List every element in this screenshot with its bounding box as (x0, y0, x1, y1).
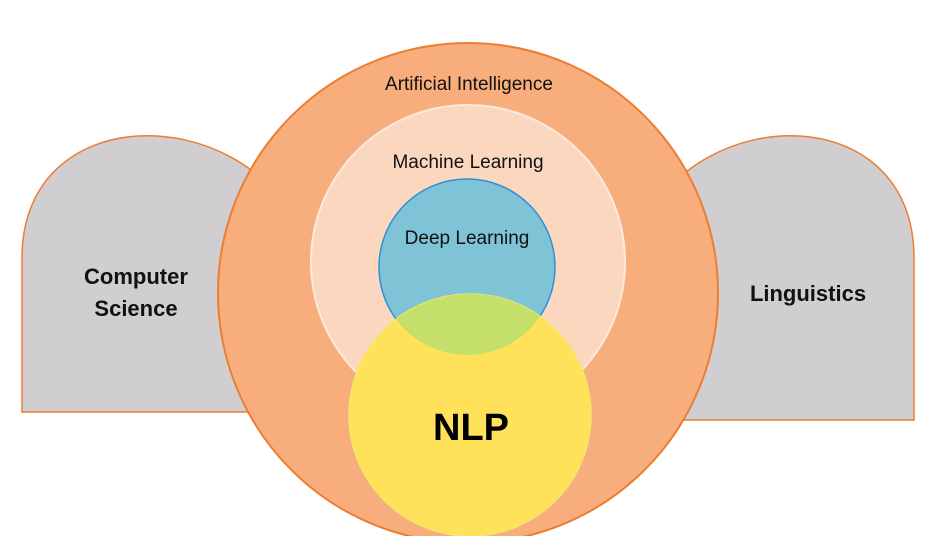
nlp-label: NLP (433, 407, 509, 449)
computer-science-label-line2: Science (94, 296, 177, 321)
deep-learning-label: Deep Learning (405, 228, 530, 249)
computer-science-label-line1: Computer (84, 264, 188, 289)
machine-learning-label: Machine Learning (392, 152, 543, 173)
linguistics-label: Linguistics (750, 281, 866, 306)
artificial-intelligence-label: Artificial Intelligence (385, 74, 553, 95)
